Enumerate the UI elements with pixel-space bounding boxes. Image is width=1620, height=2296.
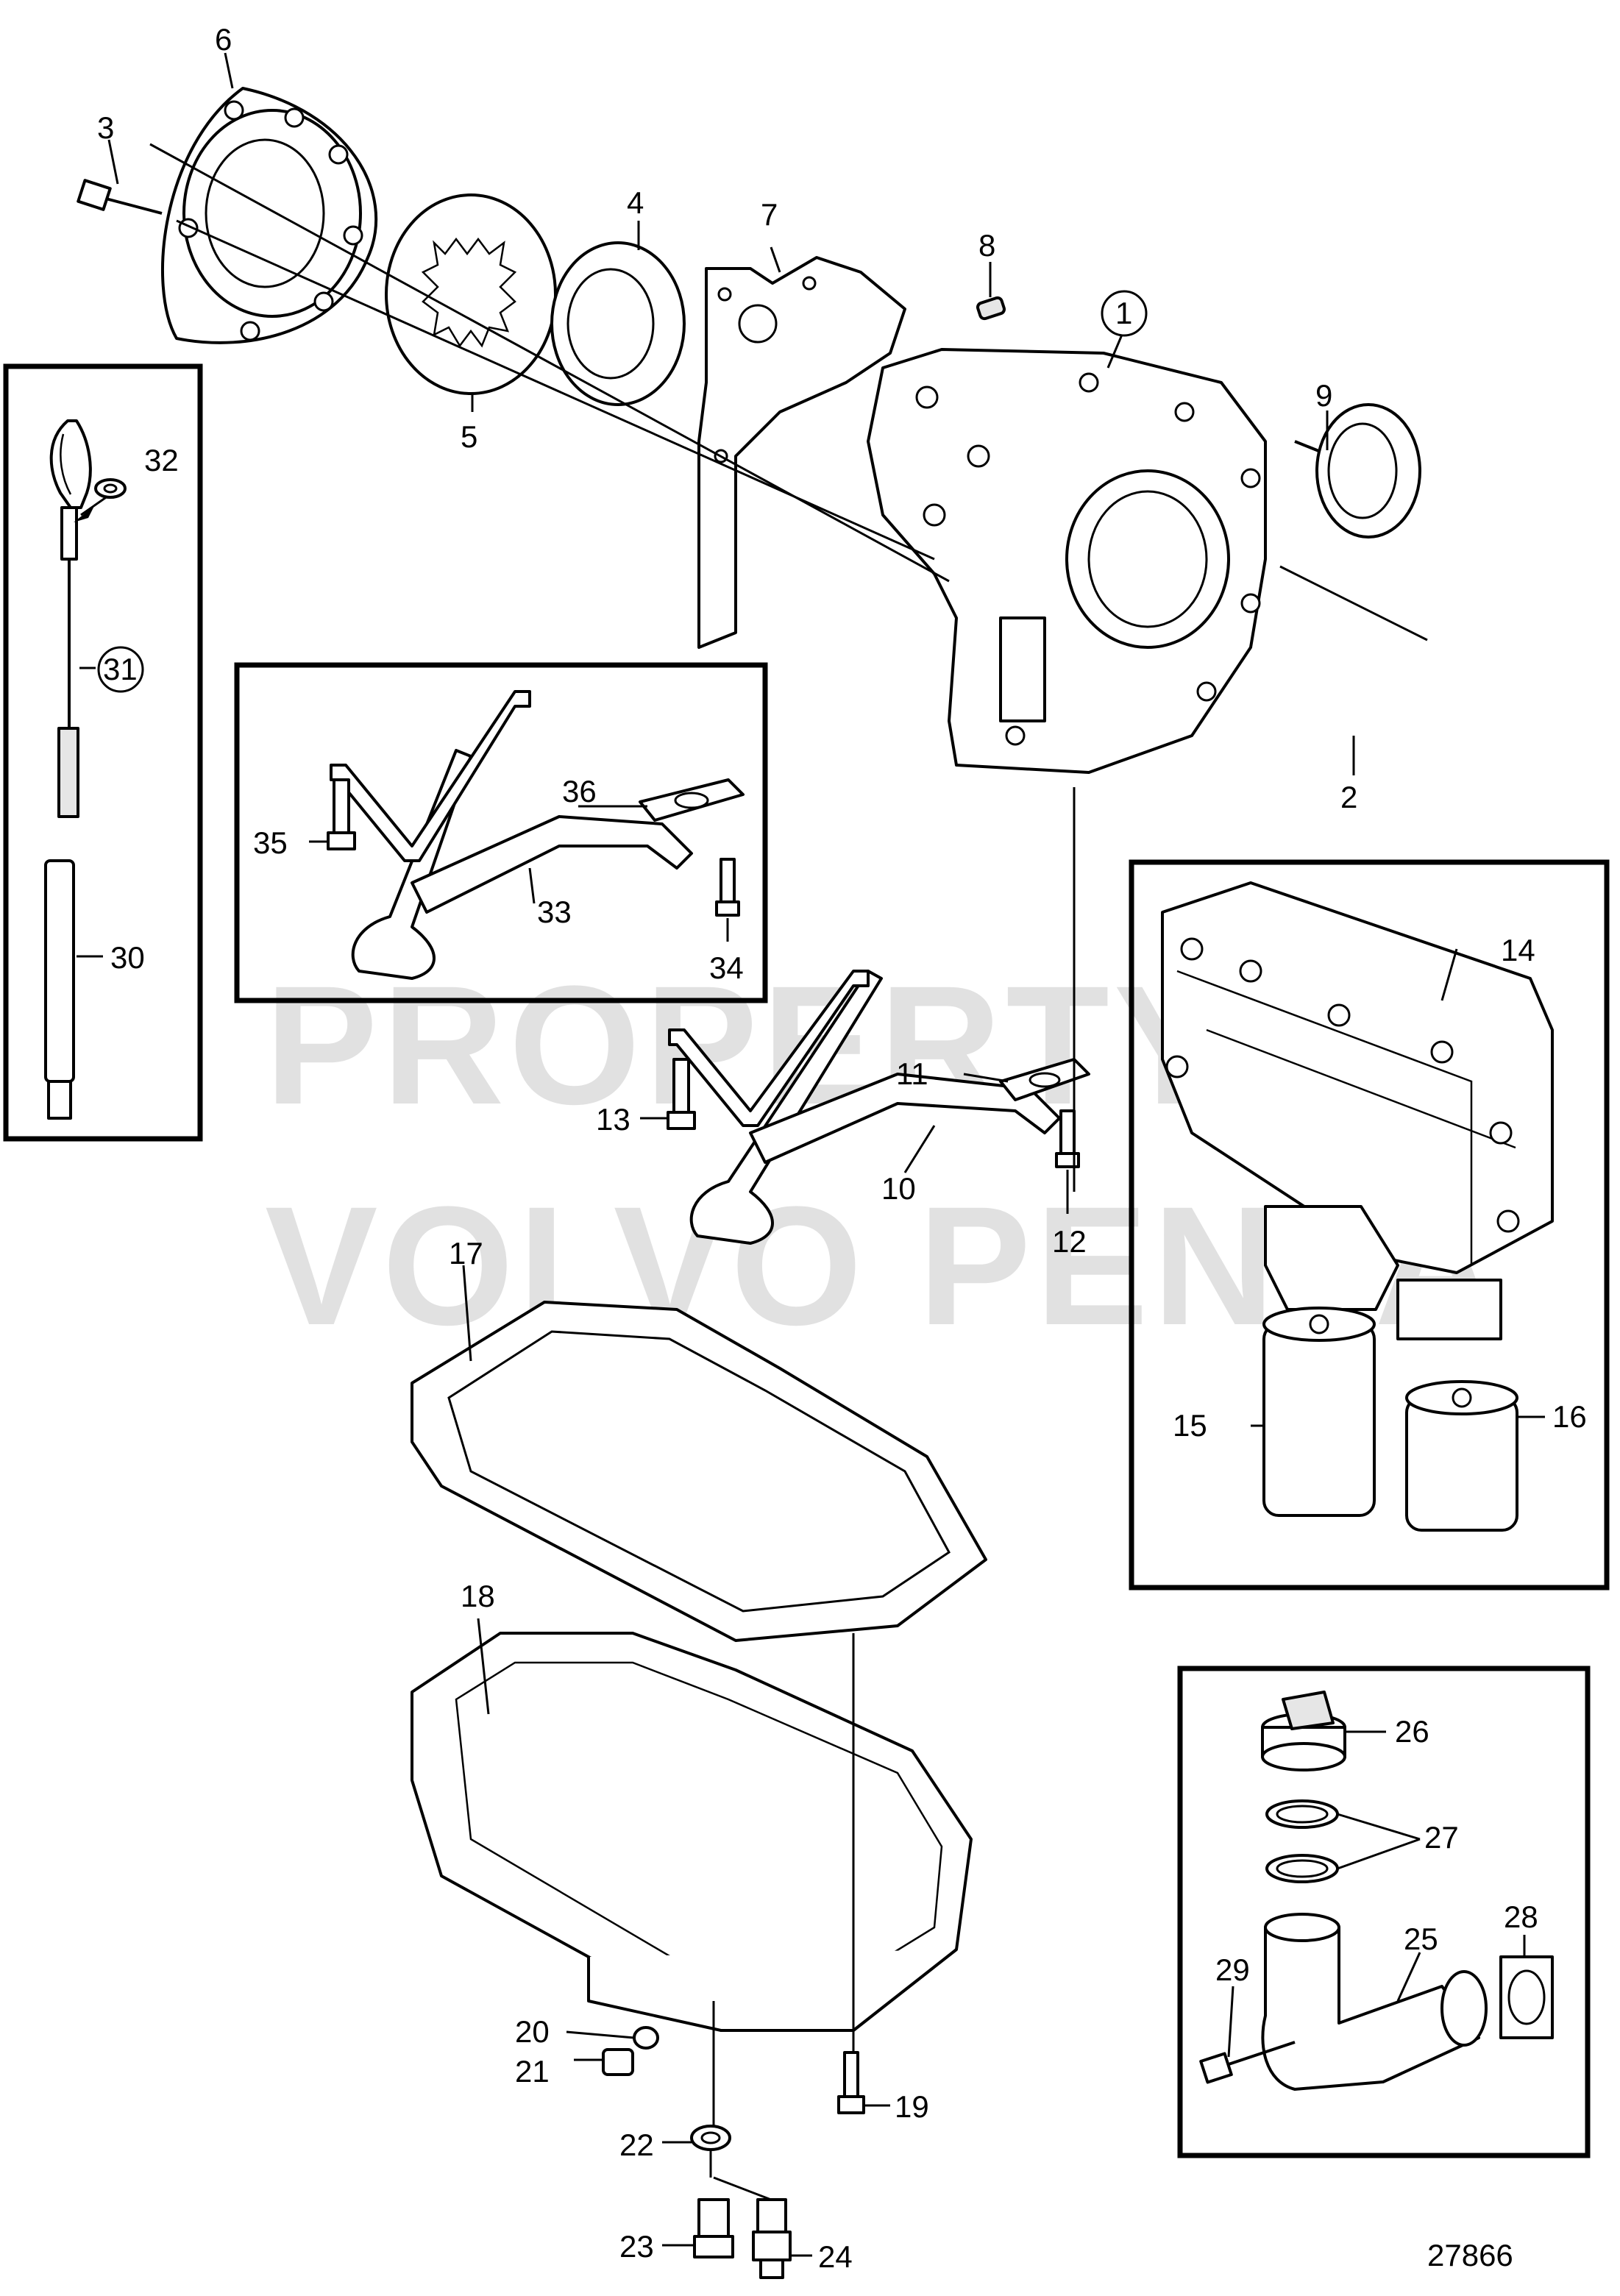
callout-36: 36 xyxy=(562,774,597,808)
oil-sump-18 xyxy=(411,1632,973,2032)
filler-cap-26 xyxy=(1261,1691,1346,1771)
gasket-36 xyxy=(639,778,745,822)
callout-15: 15 xyxy=(1173,1408,1207,1443)
seal-ring-2 xyxy=(1315,403,1421,539)
callout-31: 31 xyxy=(103,652,138,686)
bolt-19 xyxy=(837,2051,865,2114)
washer-20 xyxy=(633,2026,659,2050)
drain-plug-23 xyxy=(693,2198,734,2258)
callout-22: 22 xyxy=(619,2128,654,2162)
callout-1: 1 xyxy=(1115,296,1132,330)
dipstick-tube-30 xyxy=(44,859,103,1120)
callout-29: 29 xyxy=(1215,1952,1250,1987)
dipstick-seal-32 xyxy=(94,478,127,499)
front-cover-plate-6 xyxy=(161,87,378,344)
callout-6: 6 xyxy=(215,22,232,57)
callout-35: 35 xyxy=(253,825,288,860)
callout-10: 10 xyxy=(881,1171,916,1206)
gasket-11 xyxy=(999,1058,1090,1101)
gasket-7 xyxy=(697,256,906,649)
callout-19: 19 xyxy=(895,2089,929,2124)
drawing-number: 27866 xyxy=(1427,2238,1513,2272)
filler-pipe-25 xyxy=(1261,1913,1488,2091)
pickup-pipe-inset-box xyxy=(234,662,768,1003)
oil-cooler-14 xyxy=(1161,881,1554,1340)
oil-cooler-inset-box xyxy=(1129,859,1610,1591)
o-rings-27 xyxy=(1265,1799,1339,1883)
callout-4: 4 xyxy=(627,185,644,220)
callout-28: 28 xyxy=(1504,1899,1538,1934)
callout-18: 18 xyxy=(461,1579,495,1613)
gear-4 xyxy=(550,241,686,406)
callout-circle-31 xyxy=(97,646,144,693)
leader-lines xyxy=(107,52,1545,2257)
callout-20: 20 xyxy=(515,2014,550,2049)
callout-11: 11 xyxy=(896,1056,928,1091)
bolt-34 xyxy=(715,858,740,942)
callout-2: 2 xyxy=(1340,780,1357,814)
bolt-13 xyxy=(640,1058,696,1130)
callout-12: 12 xyxy=(1052,1224,1087,1259)
oil-filter-16 xyxy=(1405,1380,1518,1532)
pin-8 xyxy=(976,296,1006,321)
gasket-28 xyxy=(1499,1955,1554,2039)
spline-disc-5 xyxy=(385,193,557,395)
callout-25: 25 xyxy=(1404,1922,1438,1956)
oil-pump-housing-1 xyxy=(867,348,1267,774)
callout-33: 33 xyxy=(537,895,572,929)
callout-17: 17 xyxy=(449,1236,483,1270)
callout-16: 16 xyxy=(1552,1399,1587,1434)
callout-24: 24 xyxy=(818,2239,853,2274)
callout-5: 5 xyxy=(461,419,477,454)
filler-pipe-inset-box xyxy=(1177,1666,1591,2158)
bolt-3 xyxy=(77,179,163,215)
callout-circle-1 xyxy=(1101,290,1148,337)
callout-8: 8 xyxy=(978,228,995,263)
plug-21 xyxy=(602,2048,634,2076)
dipstick-inset-box xyxy=(3,363,203,1142)
dipstick-part xyxy=(49,419,111,818)
callout-3: 3 xyxy=(97,110,114,145)
callout-13: 13 xyxy=(596,1102,630,1137)
callout-23: 23 xyxy=(619,2229,654,2264)
oil-filter-15 xyxy=(1262,1307,1376,1517)
callout-7: 7 xyxy=(761,197,778,232)
callout-21: 21 xyxy=(515,2054,550,2089)
pickup-pipe-10 xyxy=(668,970,1061,1245)
bolt-29 xyxy=(1199,2041,1296,2084)
sensor-24 xyxy=(752,2198,792,2279)
callout-34: 34 xyxy=(709,950,744,985)
bolt-35 xyxy=(309,778,356,850)
callout-27: 27 xyxy=(1424,1820,1459,1855)
washer-22 xyxy=(690,2125,731,2151)
callout-32: 32 xyxy=(144,443,179,477)
sump-gasket-17 xyxy=(411,1301,987,1642)
pickup-pipe-33 xyxy=(330,690,693,980)
callout-26: 26 xyxy=(1395,1714,1429,1749)
callout-14: 14 xyxy=(1501,933,1535,967)
callout-labels: 1 2 3 4 5 6 7 8 9 10 11 12 13 14 15 16 1… xyxy=(97,22,1587,2274)
callout-30: 30 xyxy=(110,940,145,975)
callout-9: 9 xyxy=(1315,378,1332,413)
